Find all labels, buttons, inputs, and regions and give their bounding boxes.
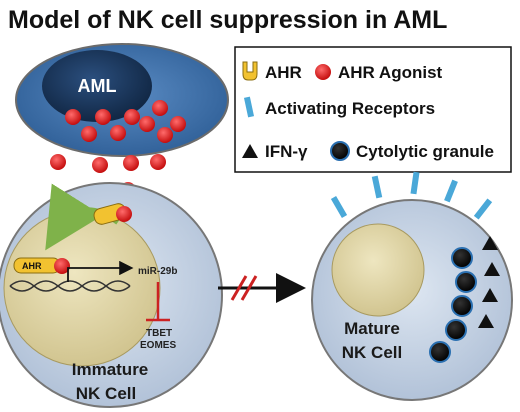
mature-label-line1: Mature — [344, 319, 400, 338]
legend-ahr-agonist: AHR Agonist — [338, 63, 443, 82]
immature-label-line2: NK Cell — [76, 384, 136, 403]
agonist-dot — [95, 109, 111, 125]
activating-receptors — [330, 171, 493, 220]
ahr-icon — [242, 61, 258, 81]
mature-nk-cell: Mature NK Cell — [311, 171, 513, 401]
agonist-dot — [50, 154, 66, 170]
agonist-dot — [123, 155, 139, 171]
agonist-dot — [157, 127, 173, 143]
mature-label-line2: NK Cell — [342, 343, 402, 362]
agonist-bound-nucleus — [54, 258, 70, 274]
agonist-dot — [110, 125, 126, 141]
immature-nucleus — [3, 209, 161, 367]
agonist-dot — [152, 100, 168, 116]
agonist-dot — [124, 109, 140, 125]
eomes-label: EOMES — [140, 340, 176, 351]
agonist-dot — [150, 154, 166, 170]
block-slash-1 — [230, 275, 248, 301]
immature-nk-cell: AHR miR-29b TBET EOMES Immature NK Cell — [0, 182, 223, 408]
agonist-legend-icon — [315, 64, 331, 80]
aml-label: AML — [78, 76, 117, 96]
aml-nucleus — [42, 50, 152, 122]
agonist-dot — [92, 157, 108, 173]
legend-activating-receptors: Activating Receptors — [265, 99, 435, 118]
ahr-nuclear-label: AHR — [22, 261, 42, 271]
mir-29b-label: miR-29b — [138, 266, 177, 277]
immature-label-line1: Immature — [72, 360, 149, 379]
receptor-legend-icon — [243, 96, 255, 118]
granule-legend-icon — [330, 141, 350, 161]
block-slash-2 — [240, 275, 258, 301]
agonist-dot — [170, 116, 186, 132]
cytolytic-granules — [429, 247, 477, 363]
blocked-maturation-arrow — [218, 273, 306, 303]
ifn-legend-icon — [242, 144, 258, 158]
legend: AHR AHR Agonist Activating Receptors IFN… — [234, 46, 512, 173]
dna-helix — [9, 280, 131, 292]
legend-ahr: AHR — [265, 63, 302, 82]
legend-cytolytic-granule: Cytolytic granule — [356, 142, 494, 161]
mature-nucleus — [331, 223, 425, 317]
legend-ifn: IFN-γ — [265, 142, 308, 161]
legend-box — [234, 46, 512, 173]
aml-cell: AML — [15, 43, 229, 157]
ifn-gamma-triangles — [478, 236, 500, 328]
agonist-bound-cytoplasm — [116, 206, 132, 222]
tbet-label: TBET — [146, 328, 172, 339]
agonist-dot — [139, 116, 155, 132]
transcription-arrow — [67, 260, 134, 282]
agonist-dot — [65, 109, 81, 125]
agonist-dot — [81, 126, 97, 142]
diagram-title: Model of NK cell suppression in AML — [8, 6, 447, 34]
